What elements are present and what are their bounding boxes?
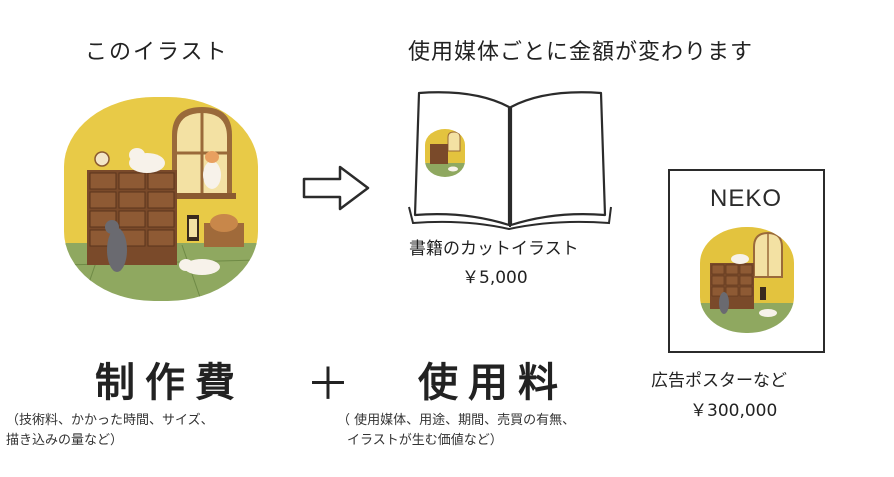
usage-fee-note-line-2: イラストが生む価値など） — [347, 433, 503, 448]
heading-price-varies: 使用媒体ごとに金額が変わります — [408, 40, 754, 65]
production-fee-note-line-2: 描き込みの量など） — [6, 433, 124, 448]
arrow-right-icon — [300, 163, 372, 213]
production-fee-note-line-1: （技術料、かかった時間、サイズ、 — [6, 413, 214, 428]
ad-poster-illustration: NEKO — [668, 169, 825, 353]
book-price: ￥5,000 — [462, 268, 528, 288]
production-fee-note: （技術料、かかった時間、サイズ、 描き込みの量など） — [6, 411, 214, 451]
book-cut-illustration-label: 書籍のカットイラスト — [409, 239, 579, 259]
usage-fee-label: 使用料 — [418, 360, 568, 406]
ad-poster-label: 広告ポスターなど — [651, 371, 787, 391]
plus-sign: ＋ — [306, 359, 350, 410]
usage-fee-note-line-1: （ 使用媒体、用途、期間、売買の有無、 — [337, 413, 576, 428]
open-book-illustration — [405, 85, 615, 230]
poster-title: NEKO — [709, 185, 782, 212]
heading-this-illustration: このイラスト — [85, 40, 229, 65]
poster-price: ￥300,000 — [690, 401, 778, 421]
usage-fee-note: （ 使用媒体、用途、期間、売買の有無、 イラストが生む価値など） — [337, 411, 575, 451]
production-fee-label: 制作費 — [95, 360, 245, 406]
main-cat-illustration — [62, 95, 260, 303]
